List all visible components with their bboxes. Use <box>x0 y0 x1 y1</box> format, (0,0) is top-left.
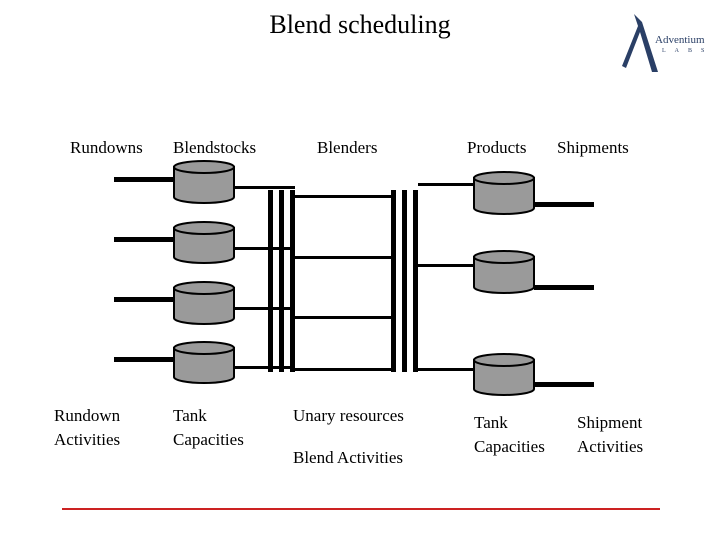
label-shipment-line1: Shipment <box>577 413 643 432</box>
blender-bar <box>413 190 418 372</box>
product-tanks <box>473 171 535 396</box>
tank <box>173 281 235 325</box>
header-blenders: Blenders <box>317 138 378 157</box>
header-rundowns: Rundowns <box>70 138 143 157</box>
rundown-line <box>114 237 174 242</box>
tank <box>473 171 535 215</box>
tank <box>173 221 235 264</box>
tank <box>473 353 535 396</box>
blender-group-left <box>268 190 295 372</box>
label-rundown-line2: Activities <box>54 430 121 449</box>
header-products: Products <box>467 138 527 157</box>
header-blendstocks: Blendstocks <box>173 138 257 157</box>
product-connectors <box>418 183 475 371</box>
label-tank-left-line2: Capacities <box>173 430 244 449</box>
rundown-lines <box>114 177 174 362</box>
slide-title: Blend scheduling <box>269 10 451 39</box>
shipment-lines <box>534 202 594 387</box>
shipment-line <box>534 202 594 207</box>
blendstock-tanks <box>173 160 235 384</box>
footer-rule <box>62 508 660 510</box>
tank <box>173 341 235 384</box>
logo-sub: LABS <box>662 48 714 54</box>
blendstock-connectors <box>233 186 295 369</box>
label-shipment-line2: Activities <box>577 437 644 456</box>
rundown-line <box>114 177 174 182</box>
label-tank-left-line1: Tank <box>173 406 207 425</box>
logo-mark-icon <box>622 14 658 72</box>
header-shipments: Shipments <box>557 138 629 157</box>
rundown-line <box>114 357 174 362</box>
tank <box>173 160 235 204</box>
blender-bar <box>279 190 284 372</box>
blender-bar <box>391 190 396 372</box>
label-tank-right-line2: Capacities <box>474 437 545 456</box>
blender-bar <box>290 190 295 372</box>
blender-bar <box>402 190 407 372</box>
rundown-line <box>114 297 174 302</box>
shipment-line <box>534 382 594 387</box>
shipment-line <box>534 285 594 290</box>
label-rundown-line1: Rundown <box>54 406 121 425</box>
blender-group-right <box>391 190 418 372</box>
tank <box>473 250 535 294</box>
logo-word: Adventium <box>655 34 705 46</box>
blender-bar <box>268 190 273 372</box>
label-unary-resources: Unary resources <box>293 406 404 425</box>
label-tank-right-line1: Tank <box>474 413 508 432</box>
blend-activity-lines <box>295 195 391 371</box>
label-blend-activities: Blend Activities <box>293 448 404 467</box>
